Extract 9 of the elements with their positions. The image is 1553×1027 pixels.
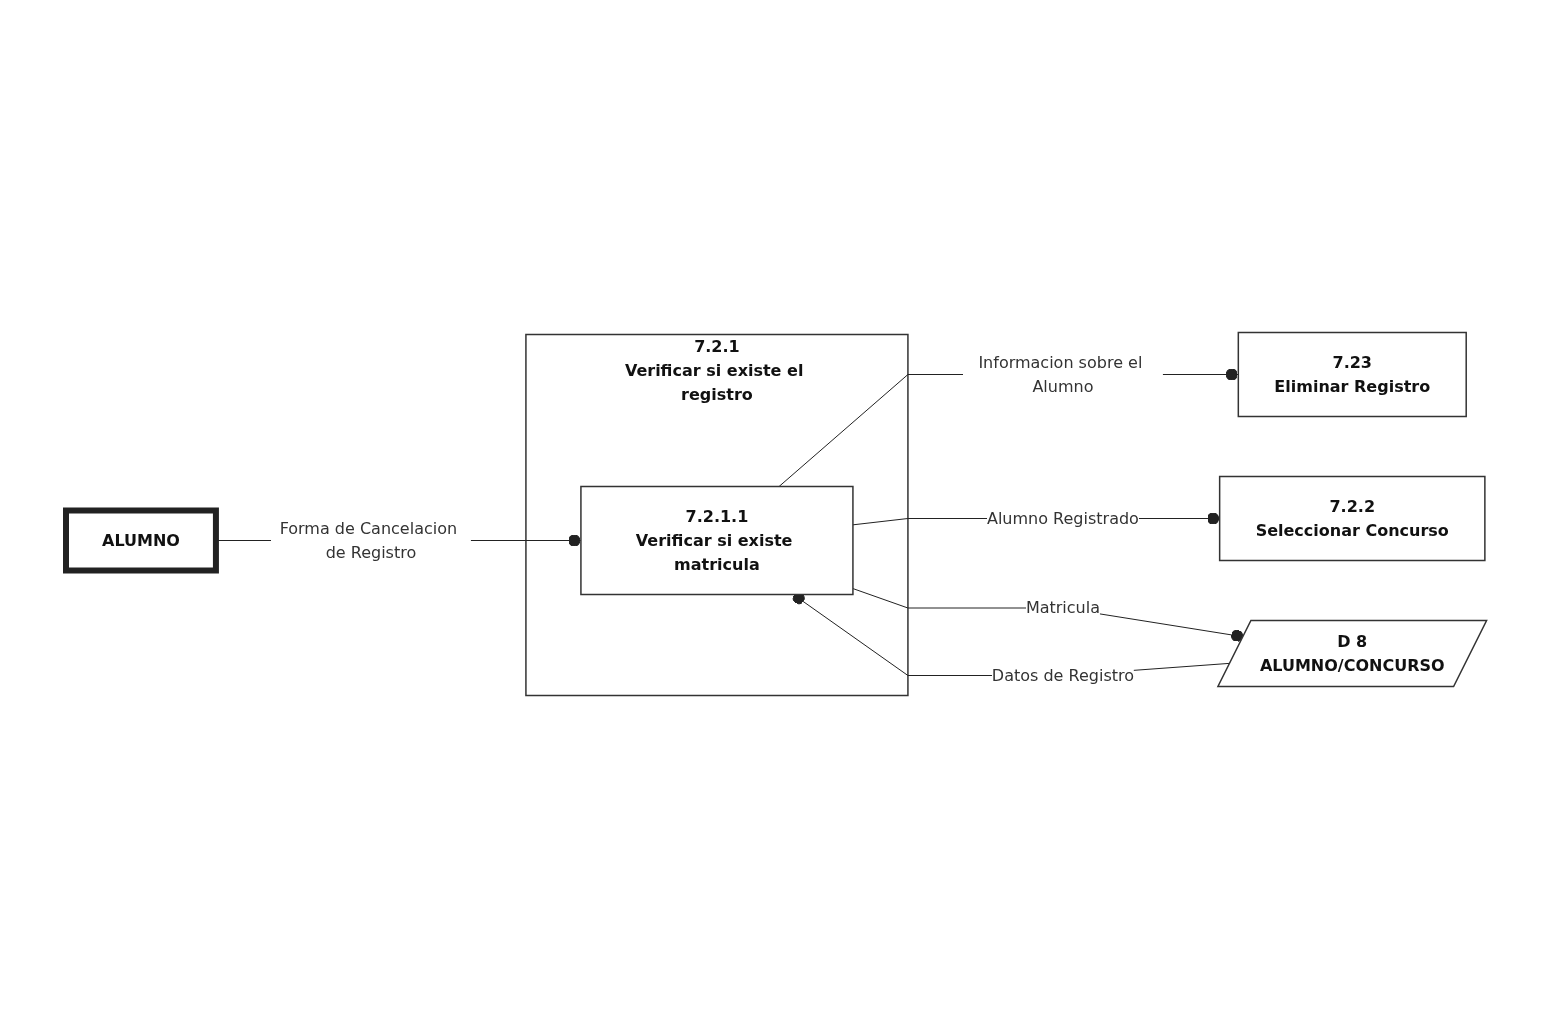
edge-label: Datos de Registro [992,665,1135,684]
node-box: 7.2.1.1 Verificar si existe matricula [580,485,854,595]
edge-label: Forma de Cancelacion de Registro [279,518,458,561]
edge-label: Informacion sobre el Alumno [978,352,1143,395]
node-box: 7.2.2 Seleccionar Concurso [1219,475,1486,561]
node-box: 7.23 Eliminar Registro [1237,331,1468,417]
edge-label: Matricula [1026,597,1101,617]
edge-label: Alumno Registrado [987,508,1140,527]
node-box: ALUMNO [63,507,220,573]
